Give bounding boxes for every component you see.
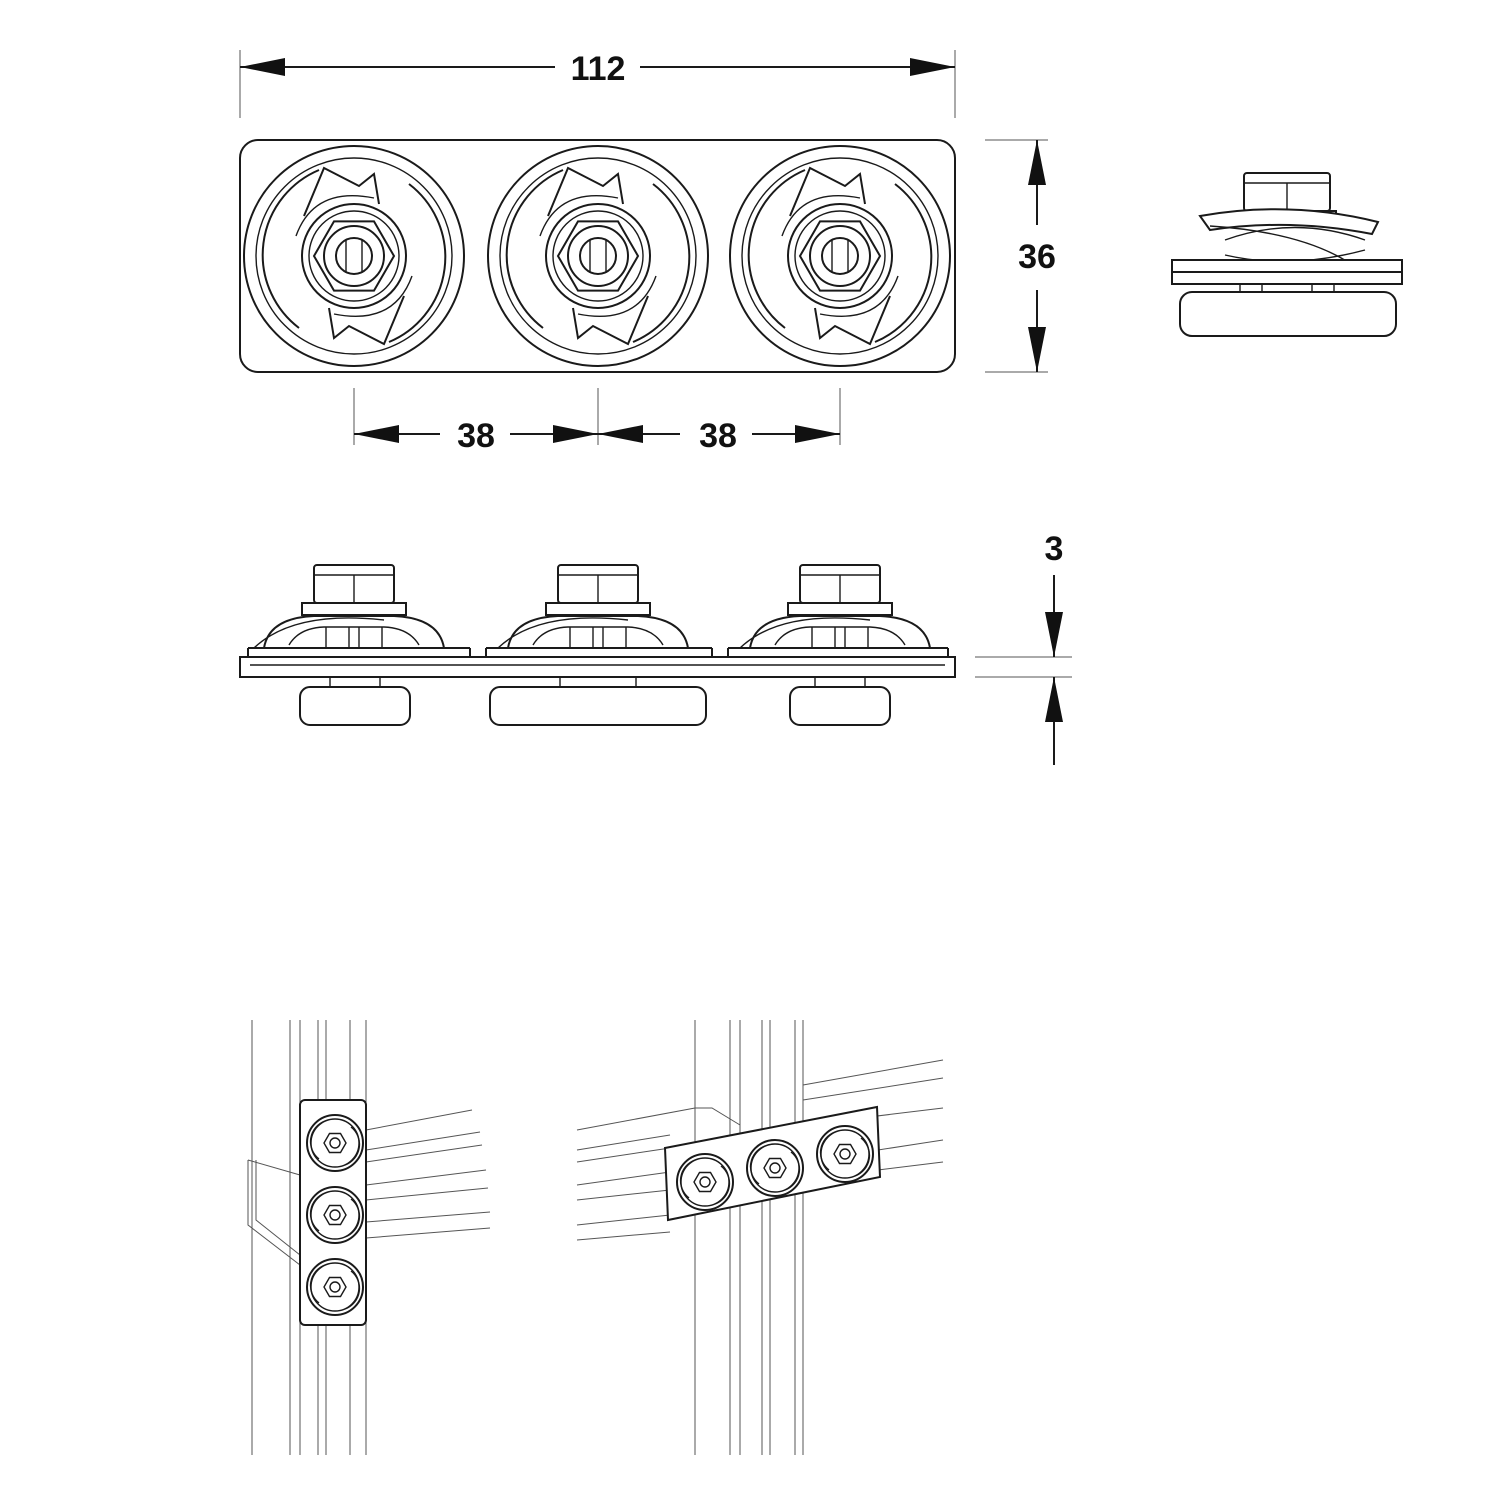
dimension-height: 36 xyxy=(985,139,1056,373)
dimension-pitch: 38 38 xyxy=(353,388,841,455)
mini-fixing xyxy=(306,1258,364,1316)
mini-fixing xyxy=(676,1153,734,1211)
side-bolt-center xyxy=(497,564,689,649)
nut-right xyxy=(789,686,891,726)
end-view xyxy=(1171,172,1403,337)
arrowhead xyxy=(240,58,285,76)
arrowhead xyxy=(553,425,598,443)
installation-vertical xyxy=(247,1020,491,1455)
dimension-label-pitch-left: 38 xyxy=(457,417,495,455)
top-view xyxy=(239,139,956,373)
arrowhead xyxy=(1045,677,1063,722)
plate-side xyxy=(239,656,956,678)
arrowhead xyxy=(795,425,840,443)
arrowhead xyxy=(1028,327,1046,372)
nut-left xyxy=(299,686,411,726)
dimension-label-pitch-right: 38 xyxy=(699,417,737,455)
mini-fixing xyxy=(306,1114,364,1172)
side-view xyxy=(239,564,956,726)
dimension-label-length: 112 xyxy=(571,50,626,88)
arrowhead xyxy=(1028,140,1046,185)
dimension-label-thickness: 3 xyxy=(1045,530,1064,568)
arrowhead xyxy=(354,425,399,443)
mini-fixing xyxy=(816,1125,874,1183)
arrowhead xyxy=(910,58,955,76)
installation-horizontal xyxy=(576,1020,944,1455)
arrowhead xyxy=(598,425,643,443)
nut-center xyxy=(489,686,707,726)
dimension-thickness: 3 xyxy=(975,530,1072,765)
side-bolt-left xyxy=(253,564,445,649)
mini-fixing xyxy=(746,1139,804,1197)
fixing-right xyxy=(729,145,951,367)
side-bolt-right xyxy=(739,564,931,649)
fixing-center xyxy=(487,145,709,367)
dimension-length: 112 xyxy=(239,50,956,118)
dimension-label-height: 36 xyxy=(1018,238,1056,276)
fixing-left xyxy=(243,145,465,367)
arrowhead xyxy=(1045,612,1063,657)
mini-fixing xyxy=(306,1186,364,1244)
